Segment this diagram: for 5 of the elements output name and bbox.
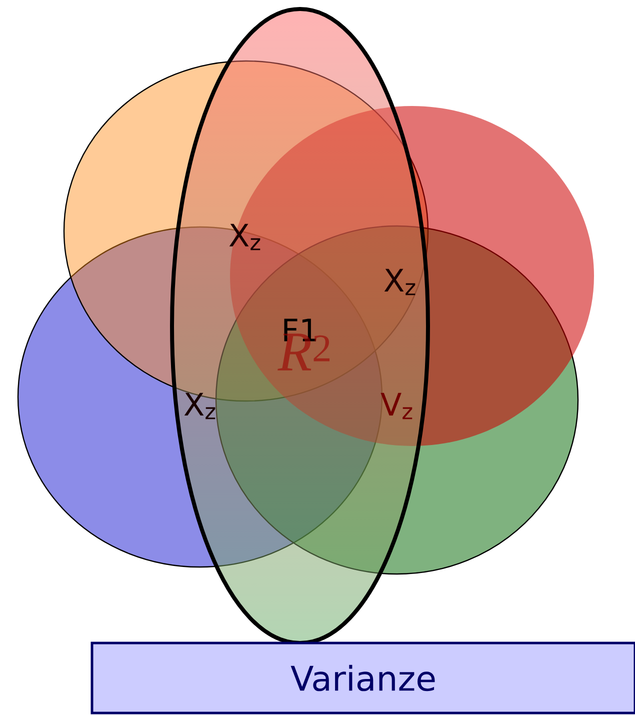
variable-label: V$_{z}$	[380, 392, 412, 420]
variable-label: X$_{z}$	[384, 268, 416, 296]
variable-label: X$_{z}$	[229, 224, 260, 250]
legend-box: Varianze	[90, 642, 635, 714]
variable-label: X$_{z}$	[184, 392, 216, 420]
